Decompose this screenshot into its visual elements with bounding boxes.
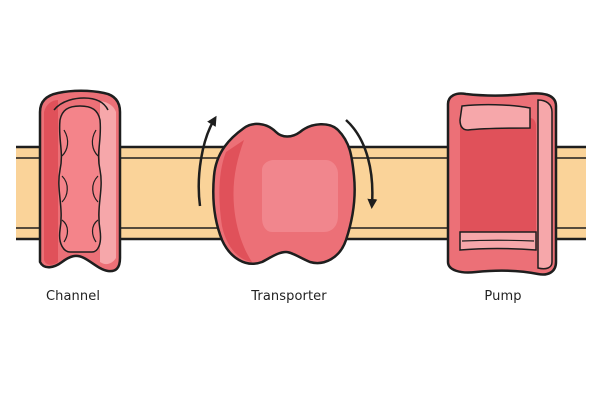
transporter-left-shade	[219, 140, 252, 262]
channel-right-wall	[100, 101, 116, 265]
channel-pore	[58, 105, 102, 253]
pump-label: Pump	[484, 289, 522, 304]
pump-top-flap	[459, 103, 531, 131]
pump-inner-cavity	[460, 118, 536, 238]
pump-protein-icon	[446, 92, 558, 276]
channel-protein-icon	[38, 89, 122, 273]
transporter-rotation-arrows	[197, 115, 378, 209]
channel-left-wall	[44, 100, 58, 265]
channel-pore-ridges-right	[91, 129, 99, 243]
channel-pore-ridges-left	[61, 129, 69, 243]
transporter-highlight	[262, 160, 338, 232]
transporter-protein-icon	[212, 122, 356, 265]
pump-band-line	[461, 239, 535, 242]
transporter-label: Transporter	[251, 289, 327, 304]
channel-top-rim	[53, 97, 109, 111]
pump-right-wall	[537, 99, 553, 270]
channel-label: Channel	[45, 289, 101, 304]
pump-bottom-band	[459, 231, 537, 251]
curved-arrow-up-icon	[197, 115, 217, 207]
curved-arrow-down-icon	[345, 119, 378, 209]
